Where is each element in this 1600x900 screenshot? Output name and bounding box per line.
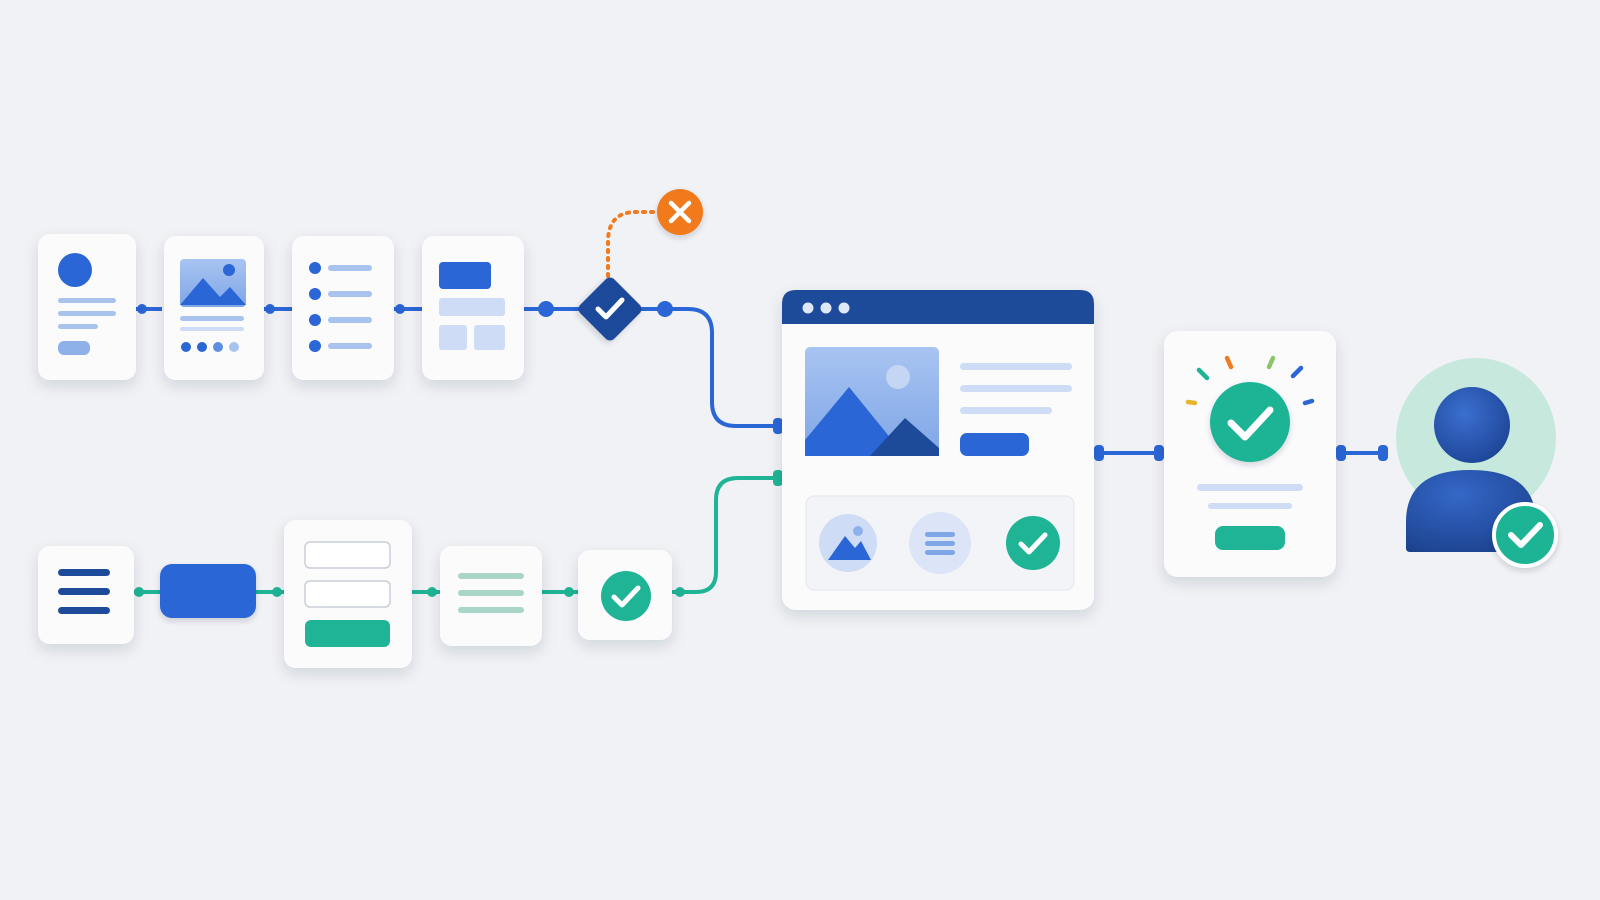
connector-port	[773, 470, 783, 486]
close-icon	[668, 200, 692, 224]
checkmark-icon	[611, 585, 641, 608]
tray-check-icon	[1006, 516, 1060, 570]
avatar-dot-icon	[58, 253, 92, 287]
tray-list-icon	[909, 512, 971, 574]
browser-titlebar	[782, 290, 1094, 324]
browser-window[interactable]	[782, 290, 1094, 610]
error-branch-connector	[606, 210, 662, 278]
top-connector-2	[262, 304, 292, 314]
checkmark-icon	[1508, 522, 1543, 548]
approved-badge	[1492, 502, 1558, 568]
profile-card[interactable]	[38, 234, 136, 380]
bottom-connector-2	[254, 587, 284, 597]
image-card[interactable]	[164, 236, 264, 380]
tray-image-icon	[819, 514, 877, 572]
connector-node	[657, 301, 673, 317]
layout-header-block	[439, 262, 491, 289]
top-connector-4	[524, 301, 584, 317]
success-card[interactable]	[1164, 331, 1336, 577]
connectors	[132, 210, 1388, 597]
success-button-shape	[1215, 526, 1285, 550]
connector-node	[675, 587, 685, 597]
menu-icon	[58, 569, 110, 614]
list-icon	[309, 262, 372, 352]
bottom-connector-1	[132, 587, 162, 597]
user-approved[interactable]	[1396, 358, 1558, 568]
success-to-user-connector	[1336, 445, 1388, 461]
action-pill[interactable]	[160, 564, 256, 618]
form-input-shape	[304, 580, 391, 608]
window-controls	[802, 302, 850, 314]
window-to-success-connector	[1094, 445, 1164, 461]
image-icon	[805, 347, 939, 456]
text-card[interactable]	[440, 546, 542, 646]
card-button-shape	[58, 341, 90, 355]
connector-port	[773, 418, 783, 434]
image-icon	[180, 259, 246, 307]
error-badge[interactable]	[657, 189, 703, 235]
menu-card[interactable]	[38, 546, 134, 644]
window-button-shape	[960, 433, 1029, 456]
check-card[interactable]	[578, 550, 672, 640]
top-connector-3	[392, 304, 422, 314]
checkmark-icon	[595, 297, 625, 320]
bottom-connector-4	[542, 587, 578, 597]
form-card[interactable]	[284, 520, 412, 668]
sparkle-rays	[1185, 355, 1315, 406]
decision-diamond[interactable]	[576, 275, 644, 343]
bullet-list-card[interactable]	[292, 236, 394, 380]
form-submit-shape	[305, 620, 390, 647]
layout-card[interactable]	[422, 236, 524, 380]
form-input-shape	[304, 541, 391, 569]
checkmark-icon	[1227, 406, 1274, 441]
decision-to-window-connector	[632, 307, 780, 428]
bottom-connector-3	[412, 587, 440, 597]
checkmark-icon	[1018, 532, 1048, 555]
check-to-window-connector	[672, 476, 780, 594]
top-connector-1	[134, 304, 162, 314]
